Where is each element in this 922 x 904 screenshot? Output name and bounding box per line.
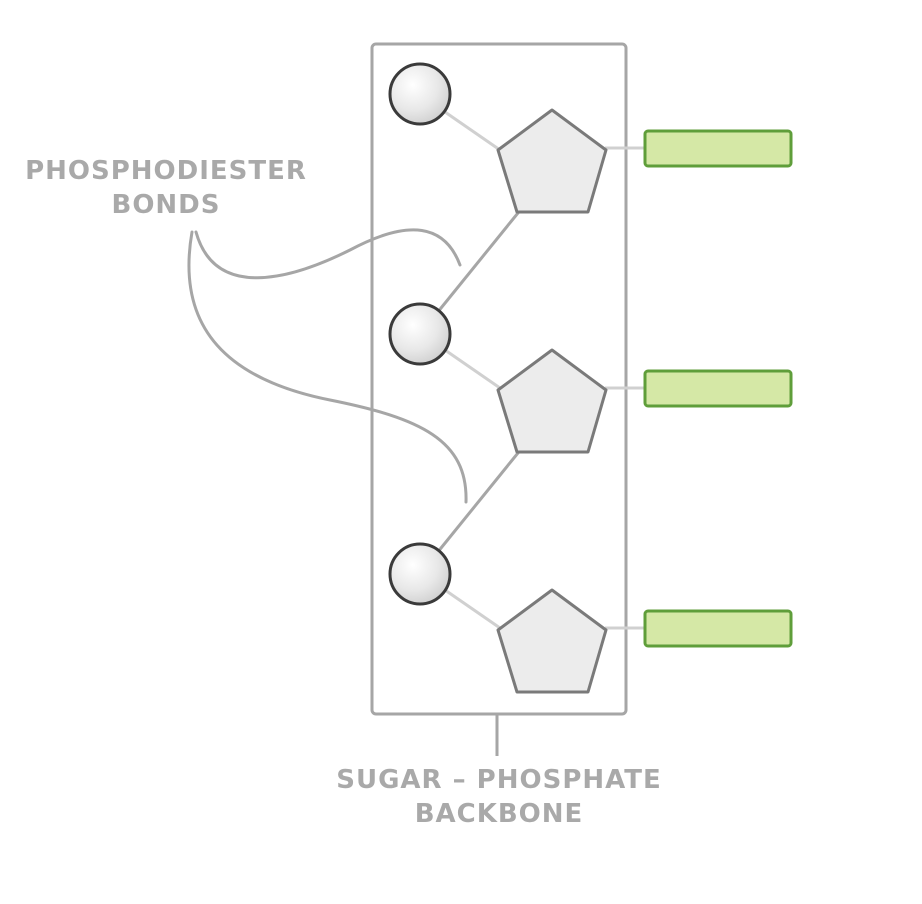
sugar-pentagon-3 xyxy=(496,588,608,694)
backbone-label-line1: SUGAR – PHOSPHATE xyxy=(336,765,661,795)
phosphodiester-bond-2 xyxy=(435,447,524,554)
nitrogenous-base-1 xyxy=(643,129,793,168)
bonds-label-line1: PHOSPHODIESTER xyxy=(25,156,307,186)
phosphodiester-bond-1 xyxy=(435,207,524,314)
nitrogenous-base-3 xyxy=(643,609,793,648)
phosphate-group-2 xyxy=(388,302,452,366)
phosphate-sugar-link-3 xyxy=(444,588,501,630)
backbone-label-line2: BACKBONE xyxy=(415,799,584,829)
bonds-label-line2: BONDS xyxy=(112,190,221,220)
bonds-pointer-lower xyxy=(187,230,468,504)
backbone-frame xyxy=(370,42,628,716)
sugar-pentagon-1 xyxy=(496,108,608,214)
bonds-pointer-upper xyxy=(194,228,462,280)
phosphate-group-1 xyxy=(388,62,452,126)
sugar-pentagon-2 xyxy=(496,348,608,454)
phosphate-group-3 xyxy=(388,542,452,606)
phosphate-sugar-link-1 xyxy=(444,110,501,152)
nitrogenous-base-2 xyxy=(643,369,793,408)
phosphate-sugar-link-2 xyxy=(444,348,501,390)
